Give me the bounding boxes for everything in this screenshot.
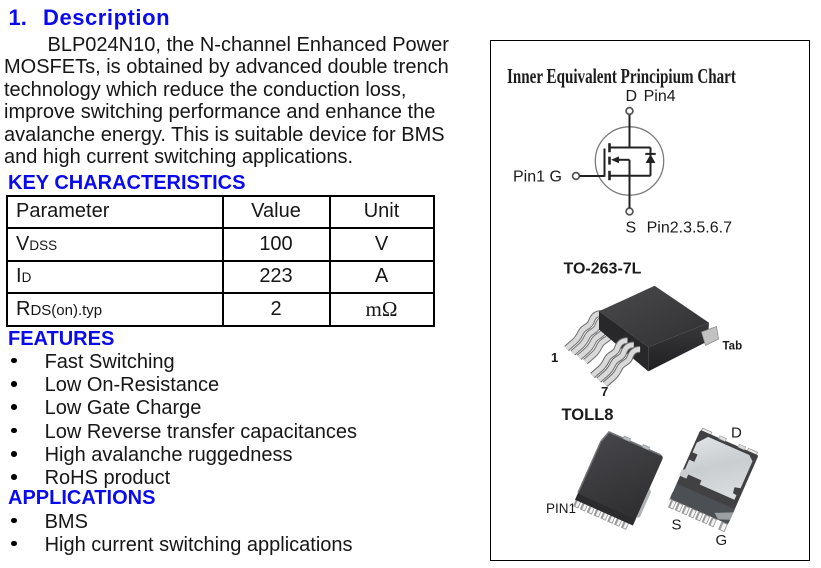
svg-text:Pin1 G: Pin1 G <box>513 169 562 186</box>
svg-text:D: D <box>626 88 638 105</box>
svg-text:S: S <box>626 220 637 237</box>
svg-text:D: D <box>731 425 742 442</box>
svg-text:7: 7 <box>601 384 608 399</box>
svg-text:Tab: Tab <box>723 341 743 353</box>
svg-text:1: 1 <box>551 350 558 365</box>
svg-text:G: G <box>716 532 728 549</box>
svg-text:Pin4: Pin4 <box>644 88 676 105</box>
svg-text:Pin2.3.5.6.7: Pin2.3.5.6.7 <box>647 220 733 237</box>
svg-text:S: S <box>672 517 682 534</box>
svg-text:TOLL8: TOLL8 <box>562 406 614 424</box>
svg-text:TO-263-7L: TO-263-7L <box>564 261 642 278</box>
svg-text:PIN1: PIN1 <box>546 501 576 516</box>
